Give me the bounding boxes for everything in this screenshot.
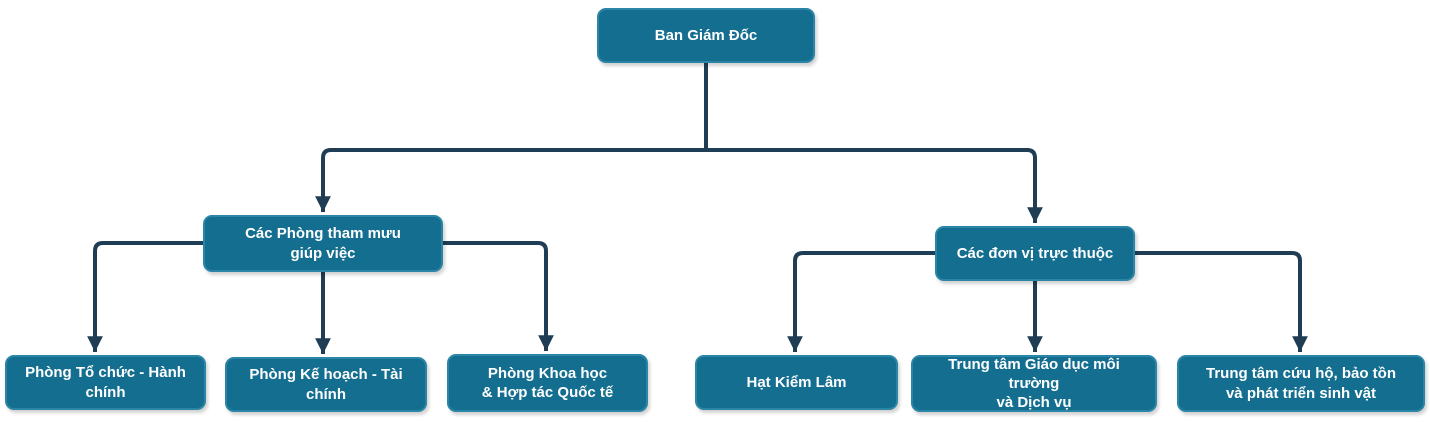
node-label: Các Phòng tham mưu giúp việc (245, 225, 401, 262)
node-phong-ke-hoach-tai-chinh[interactable]: Phòng Kế hoạch - Tài chính (225, 357, 427, 412)
node-label: Các đơn vị trực thuộc (956, 244, 1114, 262)
edge-group-left-to-dept1 (87, 241, 203, 352)
edge-root-to-group-right (706, 148, 1043, 223)
node-label: Phòng Kế hoạch - Tài chính (249, 366, 403, 403)
node-cac-don-vi-truc-thuoc[interactable]: Các đơn vị trực thuộc (935, 226, 1135, 281)
edge-root-to-group-left (315, 148, 706, 212)
node-hat-kiem-lam[interactable]: Hạt Kiểm Lâm (695, 355, 898, 410)
edge-group-right-to-unit3 (1135, 251, 1308, 352)
node-trung-tam-giao-duc-moi-truong-va-dich-vu[interactable]: Trung tâm Giáo dục môi trường và Dịch vụ (911, 355, 1157, 412)
edge-group-right-to-unit1 (787, 251, 935, 352)
node-label: Trung tâm cứu hộ, bảo tồn và phát triển … (1205, 365, 1397, 402)
node-label: Hạt Kiểm Lâm (746, 373, 847, 391)
node-label: Ban Giám Đốc (654, 26, 758, 44)
node-label: Trung tâm Giáo dục môi trường và Dịch vụ (948, 355, 1120, 412)
node-trung-tam-cuu-ho-bao-ton-va-phat-trien-sinh-vat[interactable]: Trung tâm cứu hộ, bảo tồn và phát triển … (1177, 355, 1425, 412)
node-label: Phòng Khoa học & Hợp tác Quốc tế (481, 364, 614, 401)
node-phong-to-chuc-hanh-chinh[interactable]: Phòng Tổ chức - Hành chính (5, 355, 206, 410)
node-phong-khoa-hoc-hop-tac-quoc-te[interactable]: Phòng Khoa học & Hợp tác Quốc tế (447, 354, 648, 412)
node-label: Phòng Tổ chức - Hành chính (25, 364, 186, 401)
edge-group-left-to-dept3 (443, 241, 554, 351)
node-cac-phong-tham-muu-giup-viec[interactable]: Các Phòng tham mưu giúp việc (203, 215, 443, 272)
node-ban-giam-doc[interactable]: Ban Giám Đốc (597, 8, 815, 63)
